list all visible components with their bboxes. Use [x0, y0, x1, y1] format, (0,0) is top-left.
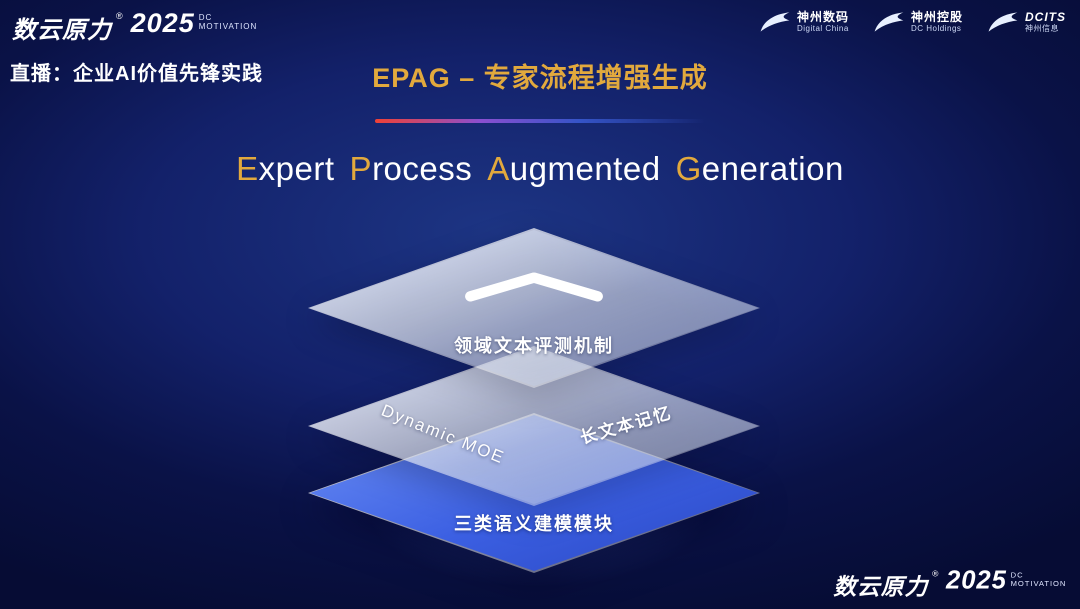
subtitle-expert-process-augmented-generation: Expert Process Augmented Generation — [236, 150, 844, 188]
page-title: EPAG – 专家流程增强生成 — [372, 63, 708, 93]
subtitle-rest: rocess — [372, 150, 473, 187]
partner-logos: 神州数码 Digital China 神州控股 DC Holdings DCIT… — [759, 10, 1066, 34]
top-layer-evaluation — [308, 228, 760, 388]
chevron-up-icon — [459, 268, 609, 311]
swoosh-icon — [760, 12, 790, 32]
logo-dcits: DCITS 神州信息 — [987, 10, 1066, 34]
brand-logo-top: 数云原力 ® 2025 DC MOTIVATION — [12, 10, 257, 45]
registered-mark: ® — [116, 11, 123, 21]
logo-text: DCITS 神州信息 — [1025, 9, 1066, 34]
subtitle-cap: P — [349, 150, 373, 187]
brand-sub-line1: DC — [198, 13, 213, 22]
partner-name: 神州控股 — [910, 9, 963, 24]
brand-name: 数云原力 — [12, 17, 112, 44]
partner-sub: 神州信息 — [1025, 24, 1059, 34]
logo-dc-holdings: 神州控股 DC Holdings — [873, 10, 963, 34]
subtitle-cap: G — [675, 150, 702, 187]
subtitle-rest: ugmented — [509, 150, 661, 187]
brand-logo-bottom: 数云原力 ® 2025 DC MOTIVATION — [832, 565, 1066, 601]
brand-sub-line2: MOTIVATION — [198, 22, 258, 32]
subtitle-word: Expert — [236, 150, 334, 188]
live-stream-label: 直播：企业AI价值先锋实践 — [10, 63, 263, 85]
registered-mark: ® — [931, 568, 939, 579]
partner-name: 神州数码 — [796, 9, 849, 24]
subtitle-cap: A — [487, 150, 510, 187]
subtitle-cap: E — [236, 150, 259, 187]
subtitle-word: Augmented — [487, 150, 660, 188]
subtitle-word: Process — [350, 150, 473, 188]
logo-digital-china: 神州数码 Digital China — [759, 10, 849, 34]
brand-subtitle: DC MOTIVATION — [199, 13, 258, 31]
swoosh-icon — [988, 12, 1018, 32]
partner-sub: DC Holdings — [910, 24, 962, 34]
top-layer-label: 领域文本评测机制 — [454, 336, 614, 356]
logo-text: 神州数码 Digital China — [796, 9, 849, 34]
brand-name: 数云原力 — [832, 574, 928, 601]
brand-year: 2025 — [945, 565, 1007, 595]
logo-text: 神州控股 DC Holdings — [910, 9, 963, 34]
bottom-layer-label: 三类语义建模模块 — [454, 514, 614, 534]
brand-year: 2025 — [130, 8, 195, 38]
gradient-divider — [375, 119, 705, 123]
subtitle-rest: eneration — [701, 150, 844, 187]
swoosh-icon — [874, 12, 904, 32]
brand-subtitle: DC MOTIVATION — [1010, 571, 1066, 588]
brand-sub-line2: MOTIVATION — [1010, 579, 1066, 588]
partner-name: DCITS — [1025, 9, 1066, 24]
partner-sub: Digital China — [796, 24, 849, 34]
brand-sub-line1: DC — [1010, 570, 1024, 580]
subtitle-rest: xpert — [258, 150, 335, 187]
layered-architecture-diagram: 领域文本评测机制 Dynamic MOE 长文本记忆 三类语义建模模块 — [308, 228, 760, 588]
subtitle-word: Generation — [676, 150, 844, 188]
